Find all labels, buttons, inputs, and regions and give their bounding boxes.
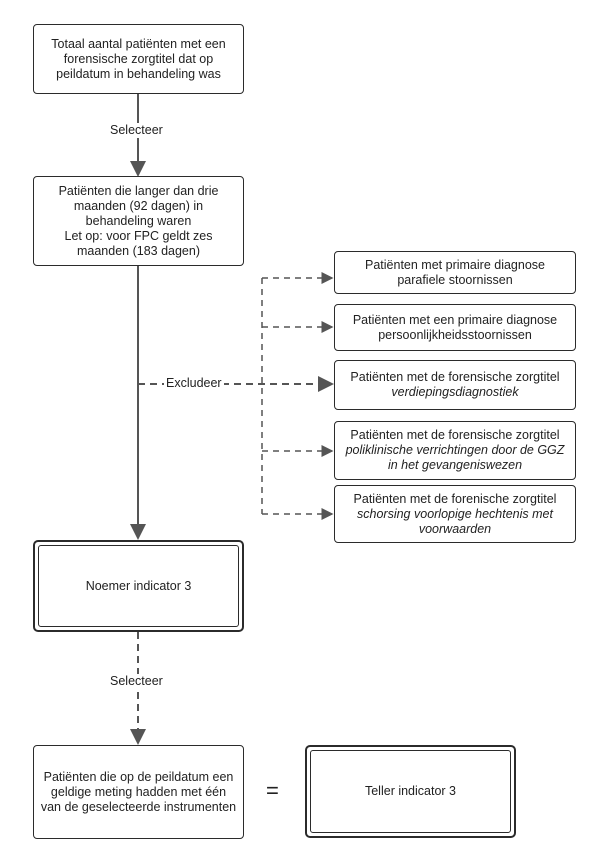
box-noemer: Noemer indicator 3 [33, 540, 244, 632]
box-exclude-verdieping-text: Patiënten met de forensische zorgtitel [350, 370, 560, 384]
box-teller: Teller indicator 3 [305, 745, 516, 838]
box-exclude-polyclinic-text: Patiënten met de forensische zorgtitel [350, 428, 560, 442]
box-exclude-suspension: Patiënten met de forenische zorgtitel sc… [334, 485, 576, 543]
label-select-1: Selecteer [108, 123, 165, 138]
box-total-patients-text: Totaal aantal patiënten met een forensis… [51, 36, 226, 81]
box-treatment-duration-line1: Patiënten die langer dan drie maanden (9… [58, 183, 219, 228]
box-treatment-duration: Patiënten die langer dan drie maanden (9… [33, 176, 244, 266]
box-exclude-verdieping: Patiënten met de forensische zorgtitel v… [334, 360, 576, 410]
box-teller-text: Teller indicator 3 [364, 784, 456, 798]
box-exclude-verdieping-italic: verdiepingsdiagnostiek [391, 385, 519, 399]
box-exclude-paraphilic: Patiënten met primaire diagnose parafiel… [334, 251, 576, 294]
label-exclude: Excludeer [164, 376, 224, 391]
box-exclude-personality-text: Patiënten met een primaire diagnose pers… [352, 312, 558, 342]
box-valid-measurement-text: Patiënten die op de peildatum een geldig… [40, 769, 237, 814]
box-total-patients: Totaal aantal patiënten met een forensis… [33, 24, 244, 94]
box-exclude-suspension-italic: schorsing voorlopige hechtenis met voorw… [357, 506, 553, 536]
box-valid-measurement: Patiënten die op de peildatum een geldig… [33, 745, 244, 839]
box-exclude-polyclinic: Patiënten met de forensische zorgtitel p… [334, 421, 576, 480]
box-exclude-paraphilic-text: Patiënten met primaire diagnose parafiel… [365, 257, 545, 287]
box-noemer-text: Noemer indicator 3 [85, 578, 192, 593]
box-exclude-polyclinic-italic: poliklinische verrichtingen door de GGZ … [345, 443, 565, 472]
label-select-2: Selecteer [108, 674, 165, 689]
box-exclude-suspension-text: Patiënten met de forenische zorgtitel [353, 491, 557, 506]
box-treatment-duration-line2: Let op: voor FPC geldt zes maanden (183 … [64, 228, 213, 258]
box-exclude-personality: Patiënten met een primaire diagnose pers… [334, 304, 576, 351]
equals-sign: = [266, 778, 279, 803]
